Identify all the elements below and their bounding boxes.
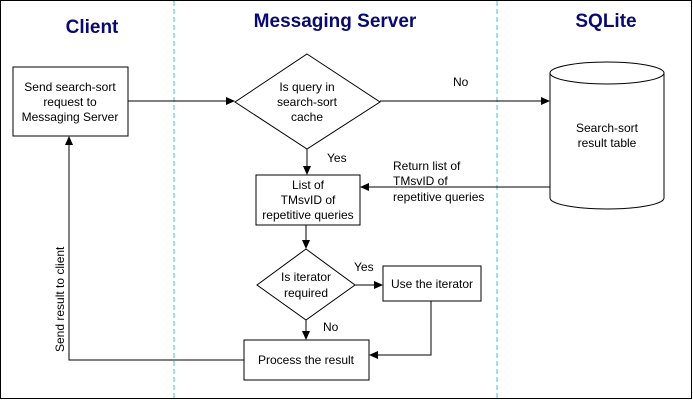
process-result-box — [243, 339, 370, 381]
result-table-line-1: Search-sort — [576, 121, 639, 135]
label-no-iterator: No — [323, 320, 339, 334]
lane-title-sqlite: SQLite — [575, 11, 636, 32]
label-no-cache: No — [453, 75, 469, 89]
label-yes-cache: Yes — [327, 151, 347, 165]
send-request-line-2: request to — [43, 95, 97, 109]
query-cache-line-2: search-sort — [277, 95, 338, 109]
use-iterator-label: Use the iterator — [391, 277, 473, 291]
label-return-line-2: TMsvID of — [393, 174, 448, 188]
send-request-line-1: Send search-sort — [24, 80, 116, 94]
edge-send-result-to-client — [65, 136, 244, 361]
list-tmsvid-line-2: TMsvID of — [281, 193, 336, 207]
result-table-line-2: result table — [578, 136, 637, 150]
iterator-required-line-1: Is iterator — [281, 270, 331, 284]
label-return-line-1: Return list of — [393, 159, 461, 173]
iterator-required-line-2: required — [284, 286, 328, 300]
query-cache-line-1: Is query in — [279, 80, 334, 94]
list-tmsvid-line-1: List of — [292, 178, 325, 192]
lane-title-server: Messaging Server — [254, 11, 417, 32]
label-send-result: Send result to client — [53, 246, 67, 352]
result-table-database — [549, 61, 665, 210]
lane-title-client: Client — [66, 17, 119, 38]
use-iterator-box — [382, 265, 482, 302]
query-cache-line-3: cache — [291, 110, 323, 124]
edge-use-iterator-to-process — [369, 301, 432, 359]
list-tmsvid-line-3: repetitive queries — [262, 208, 353, 222]
label-yes-iterator: Yes — [354, 260, 374, 274]
iterator-required-decision — [256, 248, 356, 321]
process-result-label: Process the result — [258, 353, 355, 367]
send-request-line-3: Messaging Server — [22, 110, 119, 124]
send-request-box — [12, 66, 129, 137]
list-tmsvid-box — [255, 174, 361, 226]
label-return-line-3: repetitive queries — [393, 190, 484, 204]
